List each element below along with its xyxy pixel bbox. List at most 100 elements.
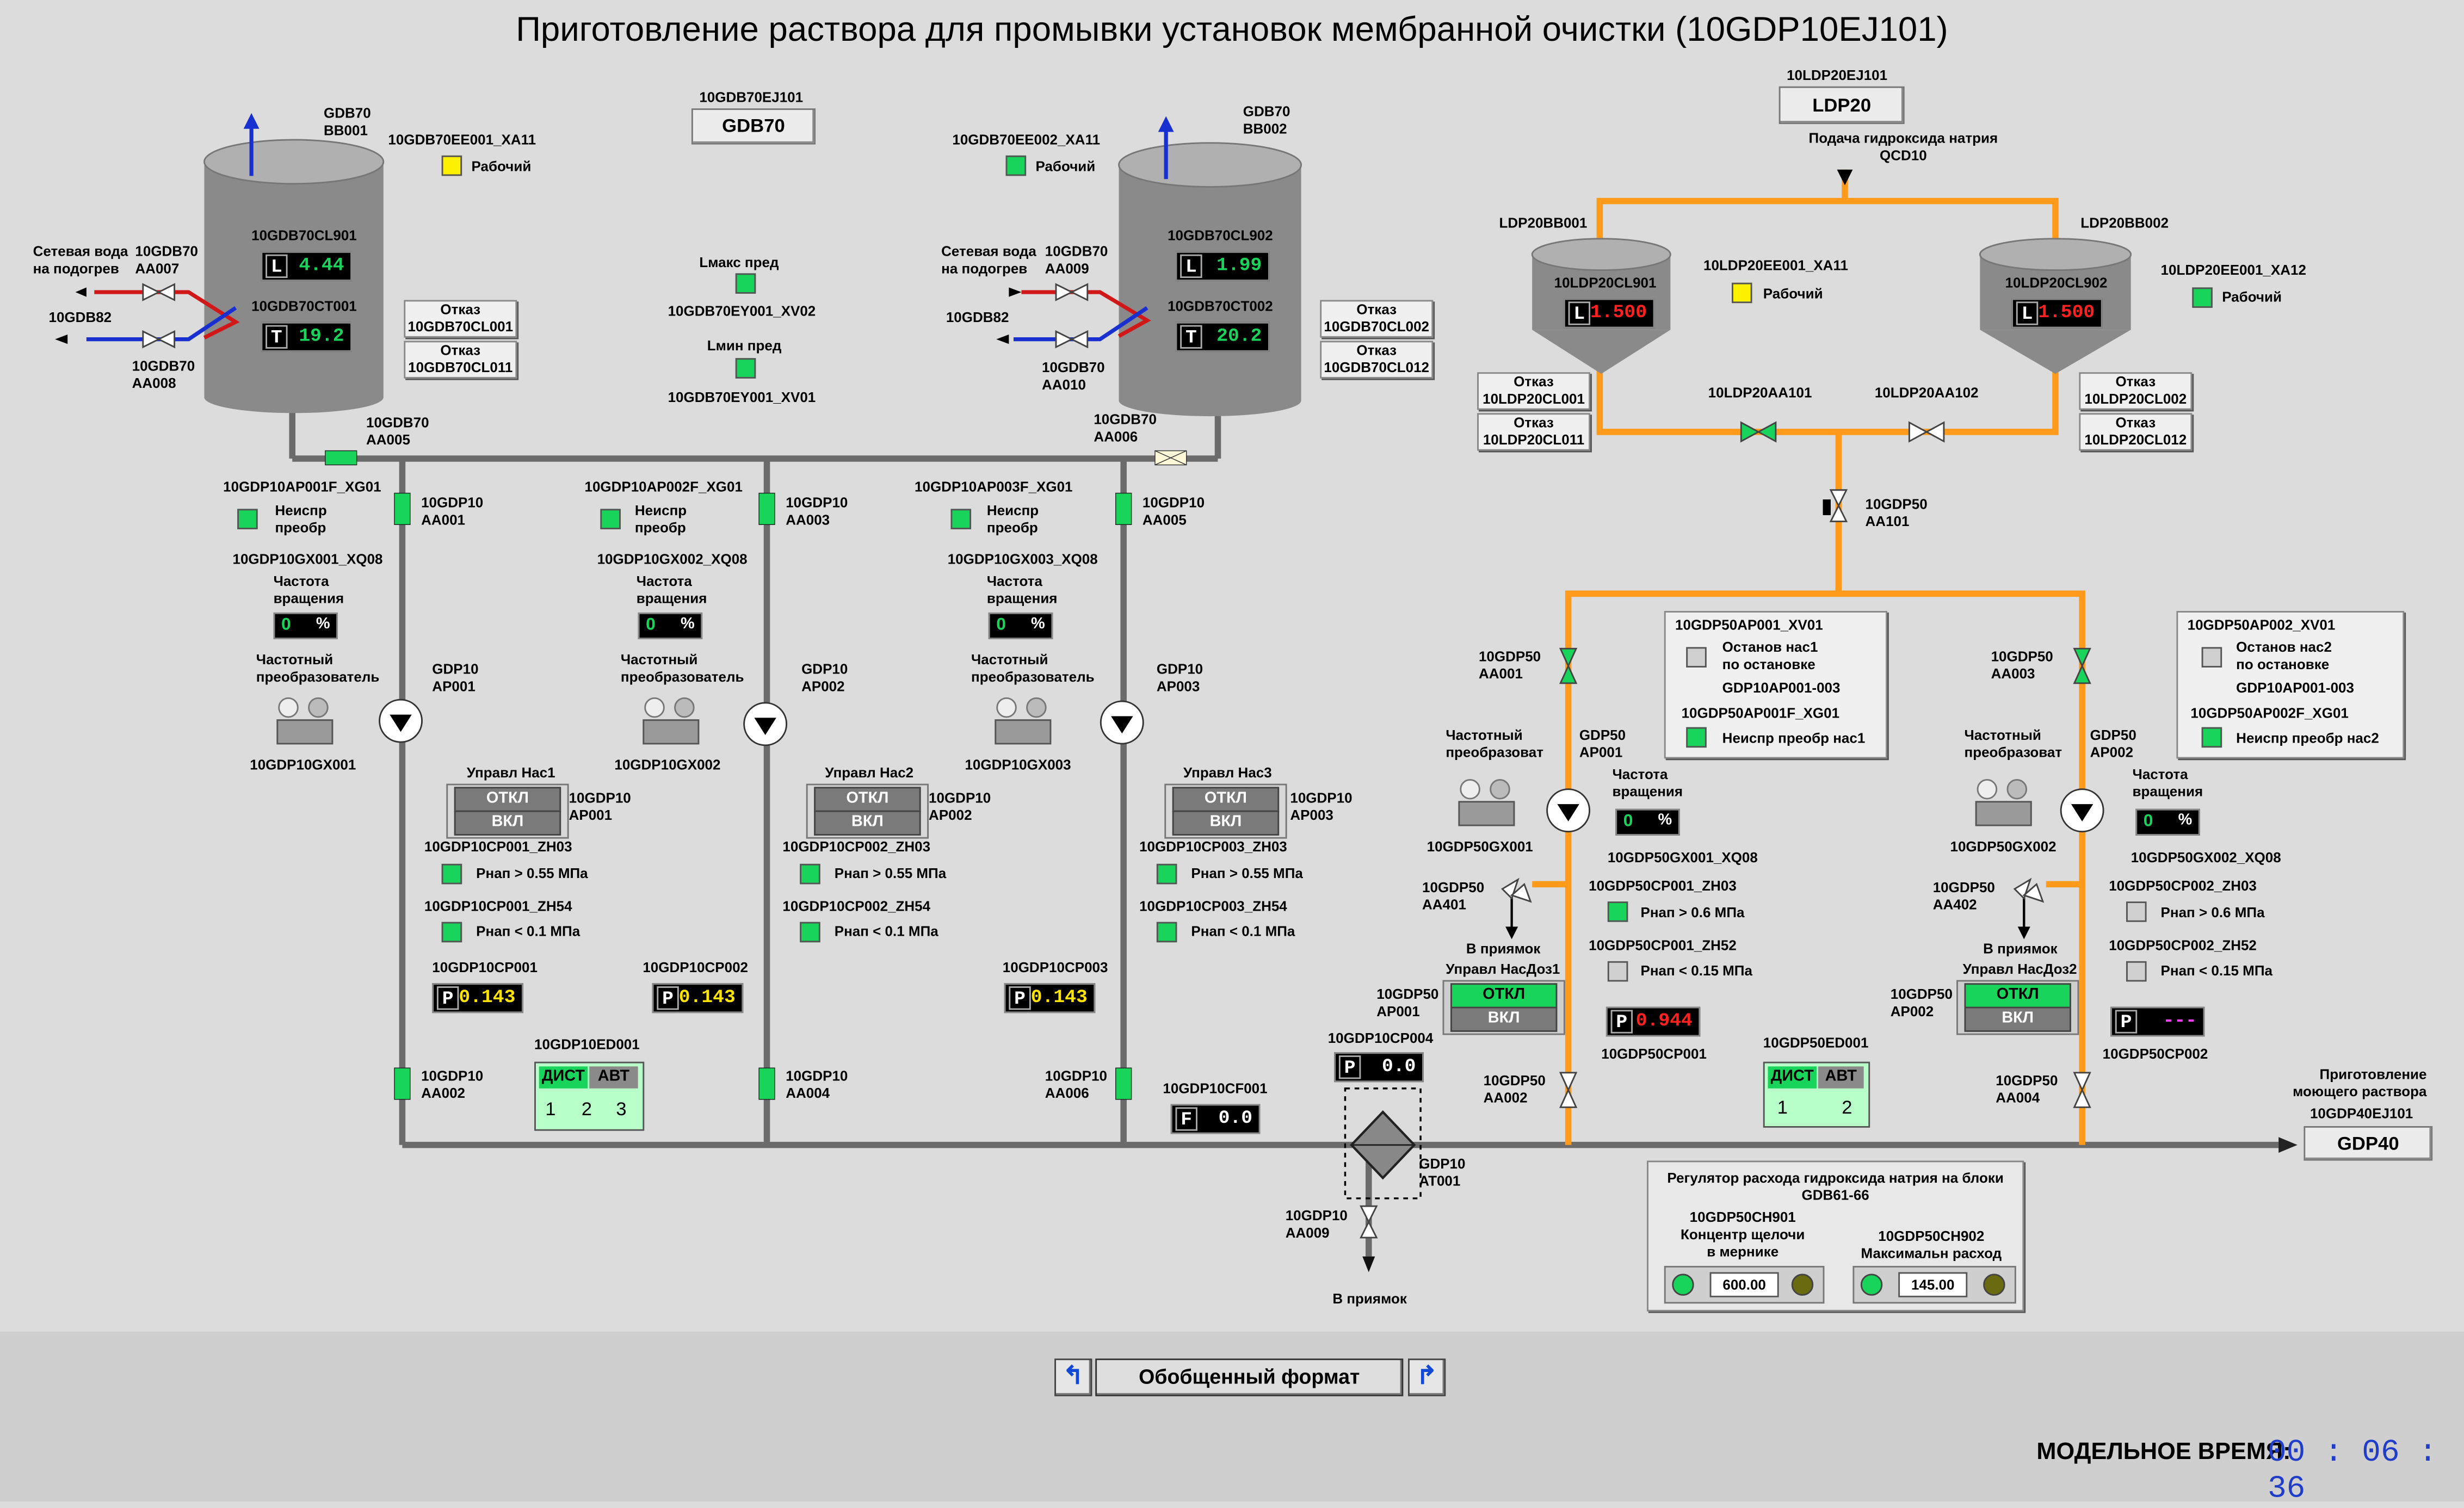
pump1-on-button[interactable]: ВКЛ xyxy=(454,810,561,836)
pump1-freq-tag: 10GDP10GX001_XQ08 xyxy=(232,551,383,567)
ldp20-button[interactable]: LDP20 xyxy=(1778,86,1905,125)
regulator-a-led-off[interactable] xyxy=(1791,1274,1814,1296)
pump2-off-button[interactable]: ОТКЛ xyxy=(814,787,921,812)
ldp-status2: Рабочий xyxy=(2222,289,2282,305)
pump3-drive-icon[interactable] xyxy=(995,697,1054,754)
dosing2-stop-tag: GDP10AP001-003 xyxy=(2236,680,2354,696)
regulator-b-led-on[interactable] xyxy=(1860,1274,1883,1296)
dosing2-phi-indicator xyxy=(2126,901,2147,922)
output-tag: 10GDP40EJ101 xyxy=(2309,1105,2413,1122)
dosing2-pump-icon[interactable] xyxy=(2060,788,2104,833)
dosing2-plo: Pнап < 0.15 МПа xyxy=(2160,962,2273,979)
mode1-num-2[interactable]: 2 xyxy=(581,1098,592,1120)
mode2-auto[interactable]: АВТ xyxy=(1818,1066,1864,1089)
nav-back-button[interactable]: ↰ xyxy=(1054,1358,1092,1396)
pump2-plo: Pнап < 0.1 МПа xyxy=(834,923,938,940)
pump3-freq-display: 0% xyxy=(988,612,1053,640)
regulator-a-input[interactable]: 600.00 xyxy=(1709,1272,1779,1297)
mode1-dist[interactable]: ДИСТ xyxy=(539,1066,588,1089)
dosing2-off-button[interactable]: ОТКЛ xyxy=(1964,983,2071,1009)
dosing1-drive-icon[interactable] xyxy=(1458,778,1518,836)
pump3-phi: Pнап > 0.55 МПа xyxy=(1191,865,1303,881)
dosing1-freq-label: Частота вращения xyxy=(1612,766,1683,800)
dosing1-valve-bot: 10GDP50 AA002 xyxy=(1483,1072,1546,1106)
pump1-valve-out: 10GDP10 AA002 xyxy=(421,1068,484,1101)
tank1-valve-out: 10GDB70 AA008 xyxy=(132,358,195,391)
dosing1-phi-tag: 10GDP50CP001_ZH03 xyxy=(1589,877,1737,894)
dosing1-stop-indicator xyxy=(1686,647,1707,668)
regulator-b-led-off[interactable] xyxy=(1983,1274,2005,1296)
pump2-on-button[interactable]: ВКЛ xyxy=(814,810,921,836)
pump2-icon[interactable] xyxy=(743,702,788,746)
nav-forward-button[interactable]: ↱ xyxy=(1408,1358,1446,1396)
dosing2-phi: Pнап > 0.6 МПа xyxy=(2160,904,2265,920)
dosing1-info-panel: 10GDP50AP001_XV01 Останов нас1 по остано… xyxy=(1664,611,1887,759)
pump1-drive-label: Частотный преобразователь xyxy=(256,652,380,685)
pump3-freq-label: Частота вращения xyxy=(986,573,1058,607)
dosing2-drive-tag: 10GDP50GX002 xyxy=(1950,838,2057,855)
gdb70-button[interactable]: GDB70 xyxy=(691,108,816,145)
pump1-drive-icon[interactable] xyxy=(276,697,336,754)
general-format-button[interactable]: Обобщенный формат xyxy=(1095,1358,1404,1396)
mode2-dist[interactable]: ДИСТ xyxy=(1768,1066,1817,1089)
dosing1-pump-name: GDP50 AP001 xyxy=(1579,727,1626,761)
limit-max-tag: 10GDB70EY001_XV02 xyxy=(668,303,816,319)
dosing1-plo-indicator xyxy=(1607,961,1628,982)
dosing2-plo-indicator xyxy=(2126,961,2147,982)
pump3-on-button[interactable]: ВКЛ xyxy=(1172,810,1280,836)
mode2-selector[interactable]: ДИСТ АВТ 1 2 xyxy=(1763,1061,1870,1128)
pump1-plo-indicator xyxy=(441,922,462,943)
mode1-num-3[interactable]: 3 xyxy=(616,1098,627,1120)
gdp40-button[interactable]: GDP40 xyxy=(2304,1126,2433,1161)
pump1-off-button[interactable]: ОТКЛ xyxy=(454,787,561,812)
dosing1-stop: Останов нас1 по остановке xyxy=(1722,639,1818,672)
pump2-drive-icon[interactable] xyxy=(643,697,702,754)
regulator-a-led-on[interactable] xyxy=(1672,1274,1694,1296)
dosing1-fault-tag: 10GDP50AP001F_XG01 xyxy=(1681,705,1840,721)
ldp-status1-indicator xyxy=(1732,282,1752,304)
pump2-phi-tag: 10GDP10CP002_ZH03 xyxy=(782,838,931,855)
dosing1-on-button[interactable]: ВКЛ xyxy=(1450,1006,1558,1032)
regulator-b-control[interactable]: 145.00 xyxy=(1852,1265,2016,1304)
tank1-heat-in: Сетевая вода на подогрев xyxy=(33,243,128,277)
pump1-icon[interactable] xyxy=(379,699,423,743)
mode1-auto[interactable]: АВТ xyxy=(589,1066,638,1089)
dosing2-info-panel: 10GDP50AP002_XV01 Останов нас2 по остано… xyxy=(2176,611,2405,759)
dosing1-drive-label: Частотный преобразоват xyxy=(1446,727,1543,761)
mode2-num-1[interactable]: 1 xyxy=(1777,1096,1788,1118)
dosing2-drive-icon[interactable] xyxy=(1975,778,2035,836)
pump2-freq-tag: 10GDP10GX002_XQ08 xyxy=(597,551,748,567)
pump3-icon[interactable] xyxy=(1100,700,1144,745)
pump1-valve-in: 10GDP10 AA001 xyxy=(421,495,484,528)
dosing1-off-button[interactable]: ОТКЛ xyxy=(1450,983,1558,1009)
tank1-status-indicator xyxy=(441,155,462,176)
regulator-b-input[interactable]: 145.00 xyxy=(1898,1272,1968,1297)
mode2-num-2[interactable]: 2 xyxy=(1842,1096,1852,1118)
regulator-a-control[interactable]: 600.00 xyxy=(1664,1265,1825,1304)
pump3-off-button[interactable]: ОТКЛ xyxy=(1172,787,1280,812)
pump1-freq-display: 0% xyxy=(273,612,338,640)
mode1-num-1[interactable]: 1 xyxy=(545,1098,556,1120)
dosing2-on-button[interactable]: ВКЛ xyxy=(1964,1006,2071,1032)
dosing1-pump-icon[interactable] xyxy=(1546,788,1591,833)
dosing1-drive-tag: 10GDP50GX001 xyxy=(1426,838,1533,855)
model-time-label: МОДЕЛЬНОЕ ВРЕМЯ: xyxy=(2036,1438,2291,1466)
mode1-selector[interactable]: ДИСТ АВТ 1 2 3 xyxy=(534,1061,645,1131)
